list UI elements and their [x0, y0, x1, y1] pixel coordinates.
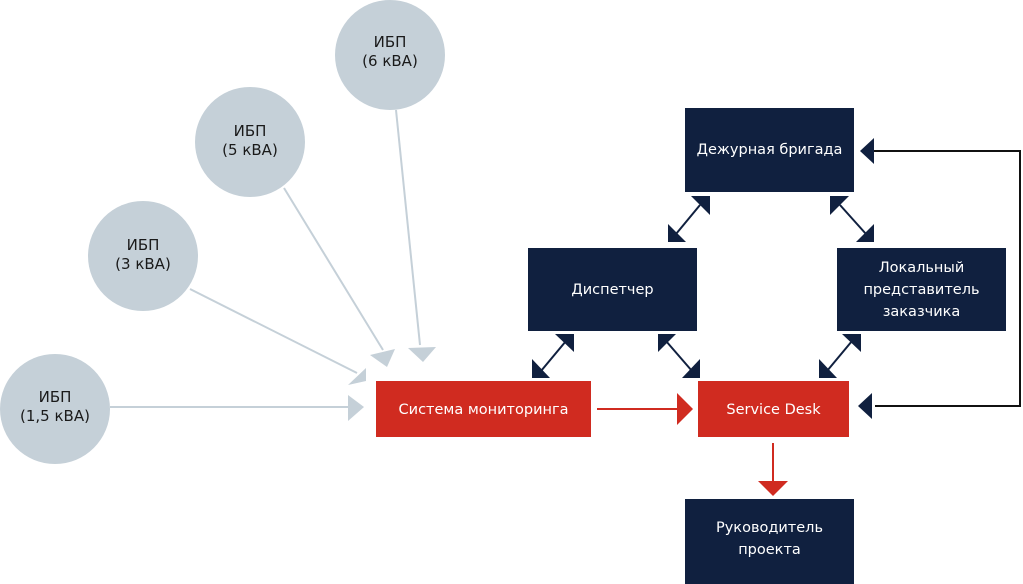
arrowhead-service-desk-right — [858, 393, 872, 419]
box-label: заказчика — [883, 304, 961, 320]
box-project-manager: Руководитель проекта — [685, 499, 854, 584]
ups-node-6: ИБП (6 кВА) — [335, 0, 445, 110]
ups-connectors — [110, 109, 436, 421]
arrow-duty-localrep — [830, 196, 874, 242]
arrowhead-service-desk — [677, 393, 693, 425]
ups-node-label: ИБП — [39, 388, 72, 406]
ups-node-5: ИБП (5 кВА) — [195, 87, 305, 197]
loop-line — [872, 150, 1021, 407]
arrowhead-manager — [758, 481, 788, 496]
feedback-loop — [858, 138, 1021, 419]
ups-node-capacity: (3 кВА) — [115, 255, 171, 273]
arrow-duty-dispatcher — [668, 196, 710, 242]
arrowhead-ups-6 — [408, 347, 436, 362]
two-way-arrows — [532, 196, 874, 378]
red-connectors — [597, 393, 788, 496]
box-duty-team: Дежурная бригада — [685, 108, 854, 192]
box-service-desk: Service Desk — [698, 381, 849, 437]
connector-ups-6 — [395, 109, 421, 346]
arrowhead-duty-team — [860, 138, 874, 164]
box-dispatcher: Диспетчер — [528, 248, 697, 331]
box-label: Локальный — [879, 260, 965, 276]
ups-node-label: ИБП — [374, 33, 407, 51]
arrow-dispatcher-monitoring — [532, 334, 574, 378]
connector-ups-5 — [283, 187, 384, 351]
box-monitoring-system: Система мониторинга — [376, 381, 591, 437]
ups-node-capacity: (1,5 кВА) — [20, 407, 90, 425]
box-label: Дежурная бригада — [697, 142, 843, 158]
box-label: Система мониторинга — [399, 402, 569, 418]
box-label: проекта — [738, 542, 801, 558]
arrowhead-ups-1-5 — [348, 395, 364, 421]
box-label: Service Desk — [726, 402, 821, 418]
ups-node-label: ИБП — [127, 236, 160, 254]
box-label: представитель — [863, 282, 979, 298]
box-label: Диспетчер — [571, 282, 653, 298]
ups-node-3: ИБП (3 кВА) — [88, 201, 198, 311]
arrowhead-ups-5 — [370, 349, 395, 367]
ups-node-label: ИБП — [234, 122, 267, 140]
arrowhead-ups-3 — [348, 368, 366, 385]
ups-node-capacity: (6 кВА) — [362, 52, 418, 70]
box-label: Руководитель — [716, 520, 823, 536]
ups-node-capacity: (5 кВА) — [222, 141, 278, 159]
arrow-dispatcher-servicedesk — [658, 334, 700, 378]
box-local-representative: Локальный представитель заказчика — [837, 248, 1006, 331]
connector-ups-3 — [189, 288, 358, 374]
ups-node-1-5: ИБП (1,5 кВА) — [0, 354, 110, 464]
arrow-localrep-servicedesk — [819, 334, 861, 378]
